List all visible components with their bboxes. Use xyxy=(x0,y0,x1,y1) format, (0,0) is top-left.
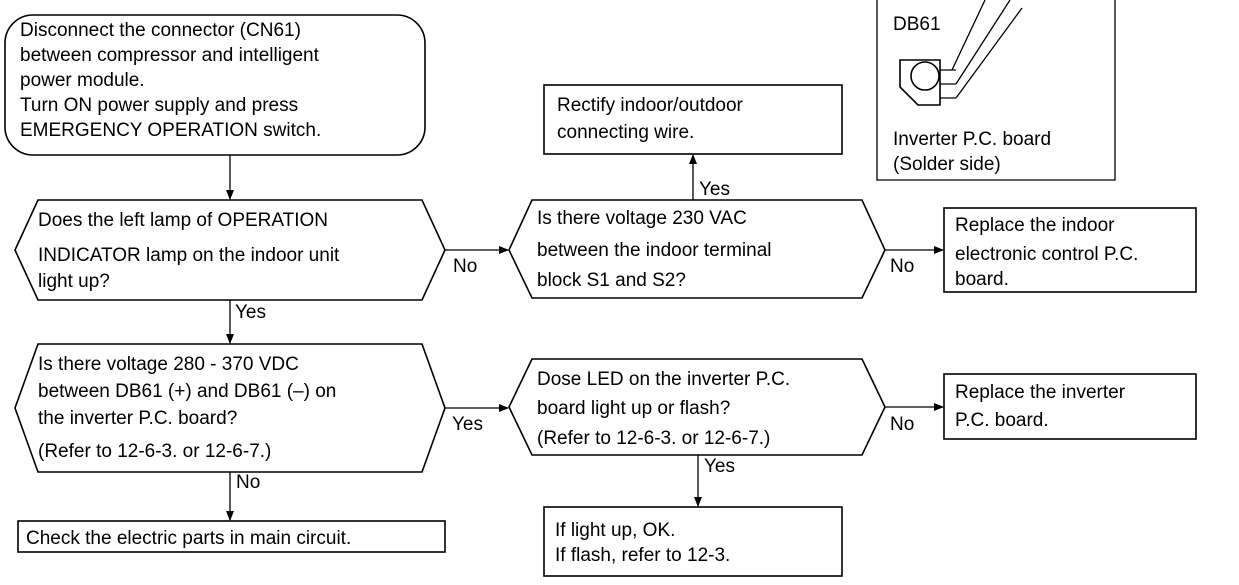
decision-vdc-line: (Refer to 12-6-3. or 12-6-7.) xyxy=(38,441,271,462)
decision-lamp: Does the left lamp of OPERATION INDICATO… xyxy=(14,199,446,301)
decision-vdc-line: the inverter P.C. board? xyxy=(38,408,237,429)
decision-vac-line: between the indoor terminal xyxy=(537,240,771,261)
inset-component-label: DB61 xyxy=(893,14,941,35)
edge-label-yes: Yes xyxy=(699,179,730,200)
decision-led-line: Dose LED on the inverter P.C. xyxy=(537,369,790,390)
box-rectify-line: Rectify indoor/outdoor xyxy=(557,95,744,116)
box-replace-indoor: Replace the indoor electronic control P.… xyxy=(943,207,1197,293)
box-check-parts: Check the electric parts in main circuit… xyxy=(17,520,446,553)
box-replace-indoor-line: Replace the indoor xyxy=(955,215,1115,236)
start-box: Disconnect the connector (CN61) between … xyxy=(4,14,426,156)
box-replace-inverter-line: P.C. board. xyxy=(955,410,1049,431)
inset-caption: Inverter P.C. board (Solder side) xyxy=(893,129,1051,175)
decision-led: Dose LED on the inverter P.C. board ligh… xyxy=(508,358,886,456)
decision-lamp-line: INDICATOR lamp on the indoor unit xyxy=(38,245,340,266)
inset-caption-line: (Solder side) xyxy=(893,154,1001,175)
inset-frame xyxy=(876,0,1116,181)
edge-label-yes: Yes xyxy=(704,456,735,477)
box-replace-inverter-line: Replace the inverter xyxy=(955,382,1126,403)
decision-lamp-line: Does the left lamp of OPERATION xyxy=(38,210,328,231)
box-replace-indoor-line: electronic control P.C. xyxy=(955,244,1138,265)
decision-vdc-line: between DB61 (+) and DB61 (–) on xyxy=(38,381,336,402)
edge-label-yes: Yes xyxy=(235,302,266,323)
start-box-line: Disconnect the connector (CN61) xyxy=(20,20,301,41)
decision-vac: Is there voltage 230 VAC between the ind… xyxy=(508,199,886,299)
edge-label-no: No xyxy=(890,414,914,435)
edge-label-no: No xyxy=(453,256,477,277)
start-box-line: between compressor and intelligent xyxy=(20,45,320,66)
decision-led-line: (Refer to 12-6-3. or 12-6-7.) xyxy=(537,428,770,449)
box-check-parts-line: Check the electric parts in main circuit… xyxy=(26,528,351,549)
box-result: If light up, OK. If flash, refer to 12-3… xyxy=(543,506,843,577)
box-replace-indoor-line: board. xyxy=(955,269,1009,290)
inset-diagram: DB61 Inverter P.C. board (Solder side) xyxy=(876,0,1116,181)
edge-label-no: No xyxy=(236,472,260,493)
edge-label-no: No xyxy=(890,256,914,277)
box-result-line: If light up, OK. xyxy=(555,520,675,541)
start-box-line: EMERGENCY OPERATION switch. xyxy=(20,120,321,141)
start-box-line: Turn ON power supply and press xyxy=(20,95,298,116)
box-rectify-line: connecting wire. xyxy=(557,122,694,143)
box-rectify: Rectify indoor/outdoor connecting wire. xyxy=(543,84,843,155)
decision-vdc-line: Is there voltage 280 - 370 VDC xyxy=(38,354,299,375)
edge-label-yes: Yes xyxy=(452,414,483,435)
box-replace-inverter: Replace the inverter P.C. board. xyxy=(943,373,1197,440)
decision-vac-line: Is there voltage 230 VAC xyxy=(537,208,747,229)
decision-lamp-line: light up? xyxy=(38,271,110,292)
db61-component-icon xyxy=(899,0,1023,106)
start-box-line: power module. xyxy=(20,70,145,91)
box-result-line: If flash, refer to 12-3. xyxy=(555,545,730,566)
decision-led-line: board light up or flash? xyxy=(537,398,730,419)
decision-vac-line: block S1 and S2? xyxy=(537,270,686,291)
decision-vdc: Is there voltage 280 - 370 VDC between D… xyxy=(14,343,446,473)
inset-caption-line: Inverter P.C. board xyxy=(893,129,1051,150)
